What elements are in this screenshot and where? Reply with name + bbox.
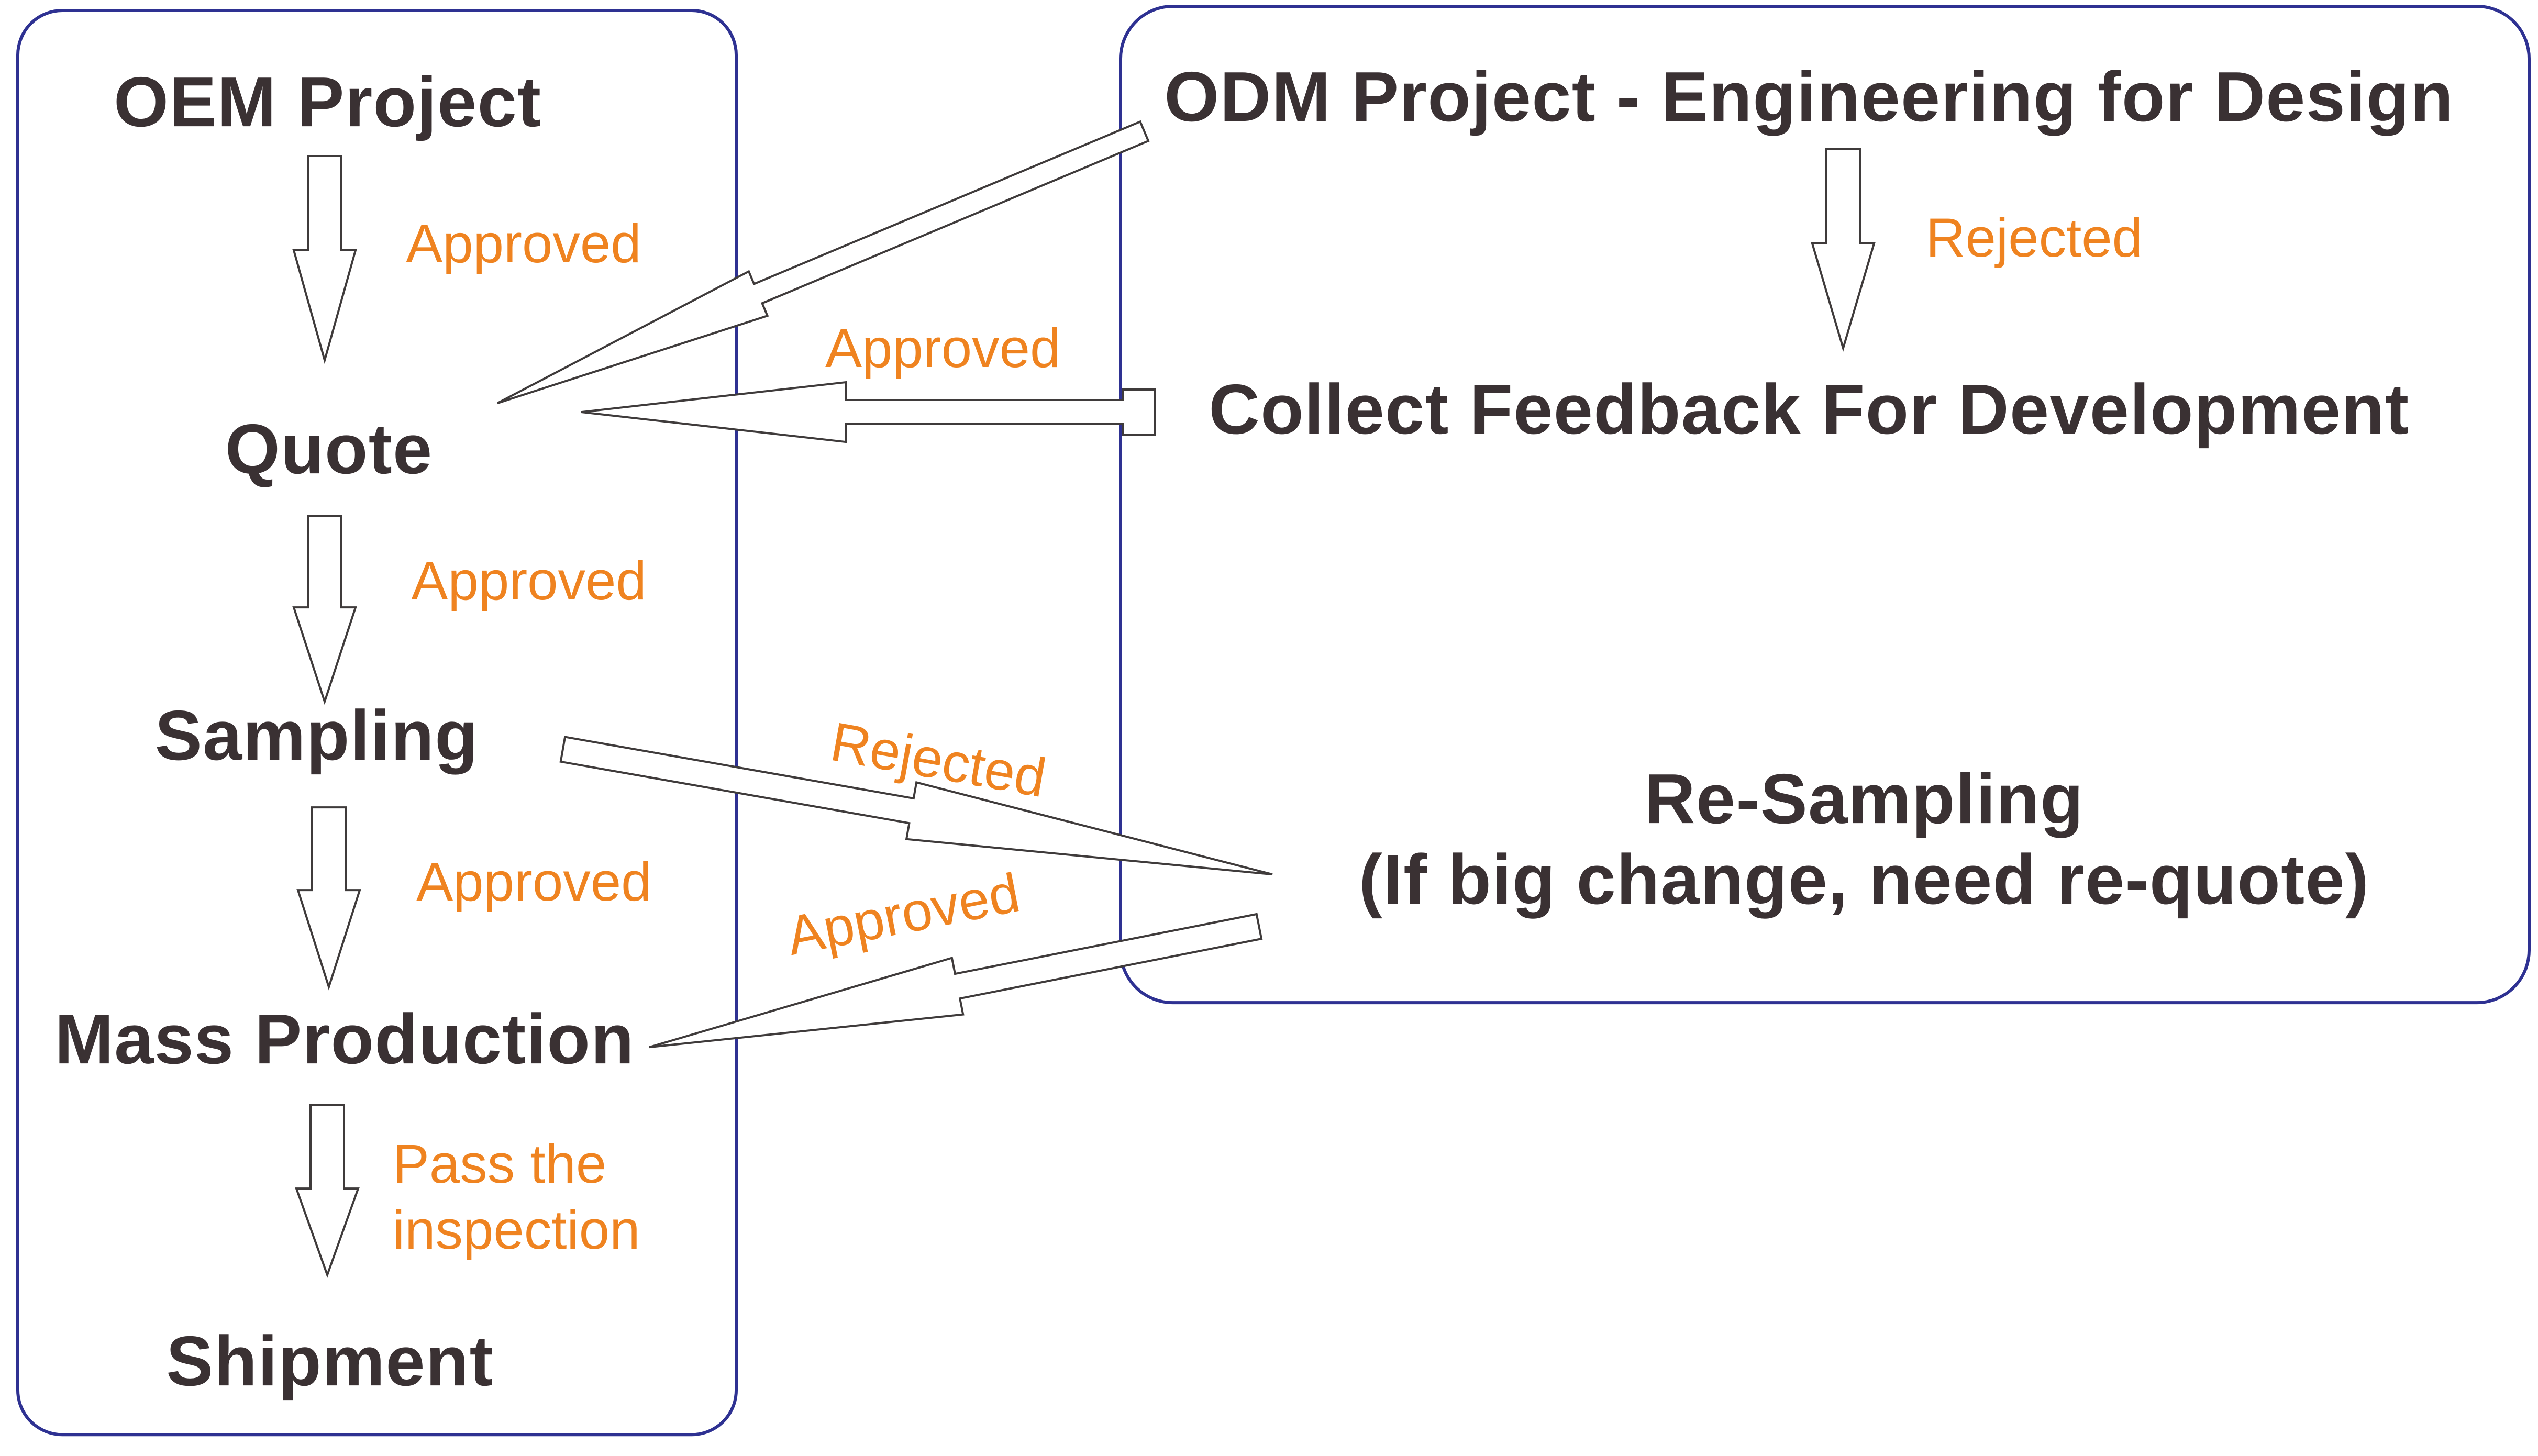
arrow-oem-to-quote: [292, 155, 357, 364]
arrow-mass-production-to-shipment: [295, 1104, 360, 1279]
resampling-note: (If big change, need re-quote): [1359, 840, 2370, 919]
node-sampling: Sampling: [154, 696, 479, 775]
arrow-feedback-to-quote: [581, 381, 1156, 443]
label-approved-sampling-to-mass: Approved: [416, 851, 652, 913]
arrow-resampling-to-mass-production: [649, 913, 1263, 1049]
oem-flow-box: [16, 9, 738, 1437]
odm-flow-box: [1119, 5, 2531, 1005]
node-quote: Quote: [225, 409, 433, 489]
label-approved-quote-to-sampling: Approved: [411, 550, 647, 612]
arrow-quote-to-sampling: [292, 515, 357, 705]
node-collect-feedback: Collect Feedback For Development: [1209, 370, 2410, 449]
arrow-odm-to-quote: [497, 120, 1150, 404]
node-oem-project: OEM Project: [114, 62, 542, 142]
label-approved-feedback-to-quote: Approved: [825, 318, 1061, 380]
node-mass-production: Mass Production: [54, 999, 635, 1079]
arrow-sampling-to-resampling: [559, 736, 1273, 876]
node-odm-title: ODM Project - Engineering for Design: [1164, 57, 2454, 136]
pass-inspection-line1: Pass the: [392, 1133, 607, 1195]
node-resampling: Re-Sampling (If big change, need re-quot…: [1359, 759, 2369, 920]
arrow-odm-to-feedback: [1811, 148, 1876, 352]
arrow-sampling-to-mass-production: [296, 806, 361, 991]
label-approved-oem-to-quote: Approved: [406, 213, 641, 275]
label-pass-the-inspection: Pass the inspection: [393, 1131, 640, 1263]
node-shipment: Shipment: [166, 1321, 494, 1401]
label-rejected-odm-to-feedback: Rejected: [1925, 207, 2143, 269]
pass-inspection-line2: inspection: [392, 1199, 640, 1261]
resampling-title: Re-Sampling: [1644, 759, 2084, 839]
